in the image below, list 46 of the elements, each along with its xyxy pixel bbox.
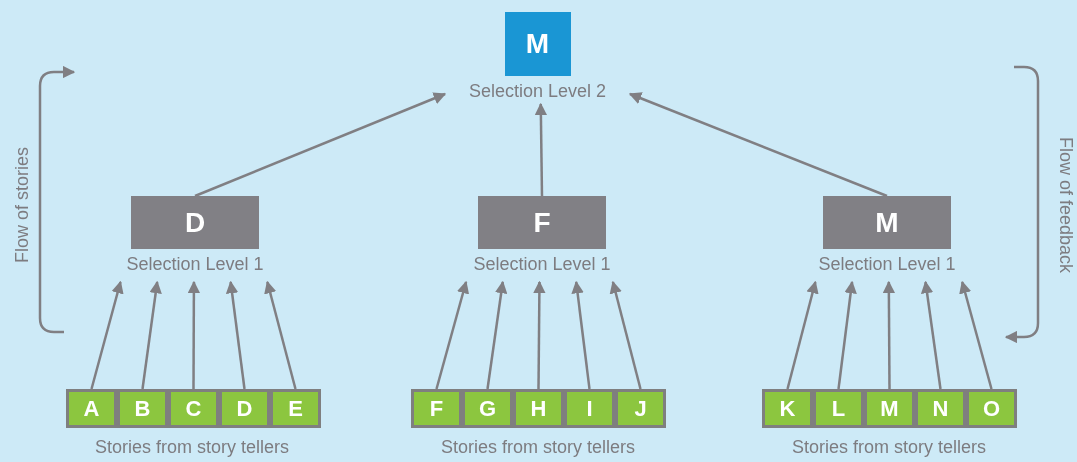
arrow xyxy=(534,102,548,196)
arrow xyxy=(837,280,857,390)
arrow xyxy=(628,92,888,198)
arrow xyxy=(486,280,508,390)
arrow xyxy=(225,280,246,390)
arrow xyxy=(609,280,642,390)
story-box: O xyxy=(966,389,1017,428)
selection-box: D xyxy=(131,196,259,249)
arrow xyxy=(141,280,162,390)
group-caption: Stories from story tellers xyxy=(95,436,289,458)
selection-box: M xyxy=(823,196,951,249)
arrow xyxy=(571,280,591,390)
story-box: G xyxy=(462,389,513,428)
story-box: F xyxy=(411,389,462,428)
arrow xyxy=(786,280,819,390)
arrow xyxy=(920,280,942,390)
story-box: C xyxy=(168,389,219,428)
side-label: Flow of stories xyxy=(11,147,33,263)
top-selection-box: M xyxy=(504,12,571,76)
group-caption: Stories from story tellers xyxy=(792,436,986,458)
level-caption: Selection Level 1 xyxy=(818,253,956,276)
level-caption: Selection Level 1 xyxy=(126,253,264,276)
story-box: M xyxy=(864,389,915,428)
arrow xyxy=(194,92,447,198)
arrow xyxy=(959,280,993,390)
story-box: D xyxy=(219,389,270,428)
side-label: Flow of feedback xyxy=(1055,136,1077,274)
story-box: A xyxy=(66,389,117,428)
level-caption: Selection Level 2 xyxy=(468,80,607,103)
story-box: B xyxy=(117,389,168,428)
story-box: N xyxy=(915,389,966,428)
story-box: H xyxy=(513,389,564,428)
story-box: E xyxy=(270,389,321,428)
arrow xyxy=(435,280,470,390)
arrow xyxy=(90,280,124,390)
story-box: K xyxy=(762,389,813,428)
arrow xyxy=(533,280,546,389)
arrow xyxy=(187,280,201,389)
arrow xyxy=(882,280,896,389)
level-caption: Selection Level 1 xyxy=(473,253,611,276)
story-box: J xyxy=(615,389,666,428)
story-box: I xyxy=(564,389,615,428)
group-caption: Stories from story tellers xyxy=(441,436,635,458)
arrow xyxy=(264,280,297,390)
story-box: L xyxy=(813,389,864,428)
selection-box: F xyxy=(478,196,606,249)
